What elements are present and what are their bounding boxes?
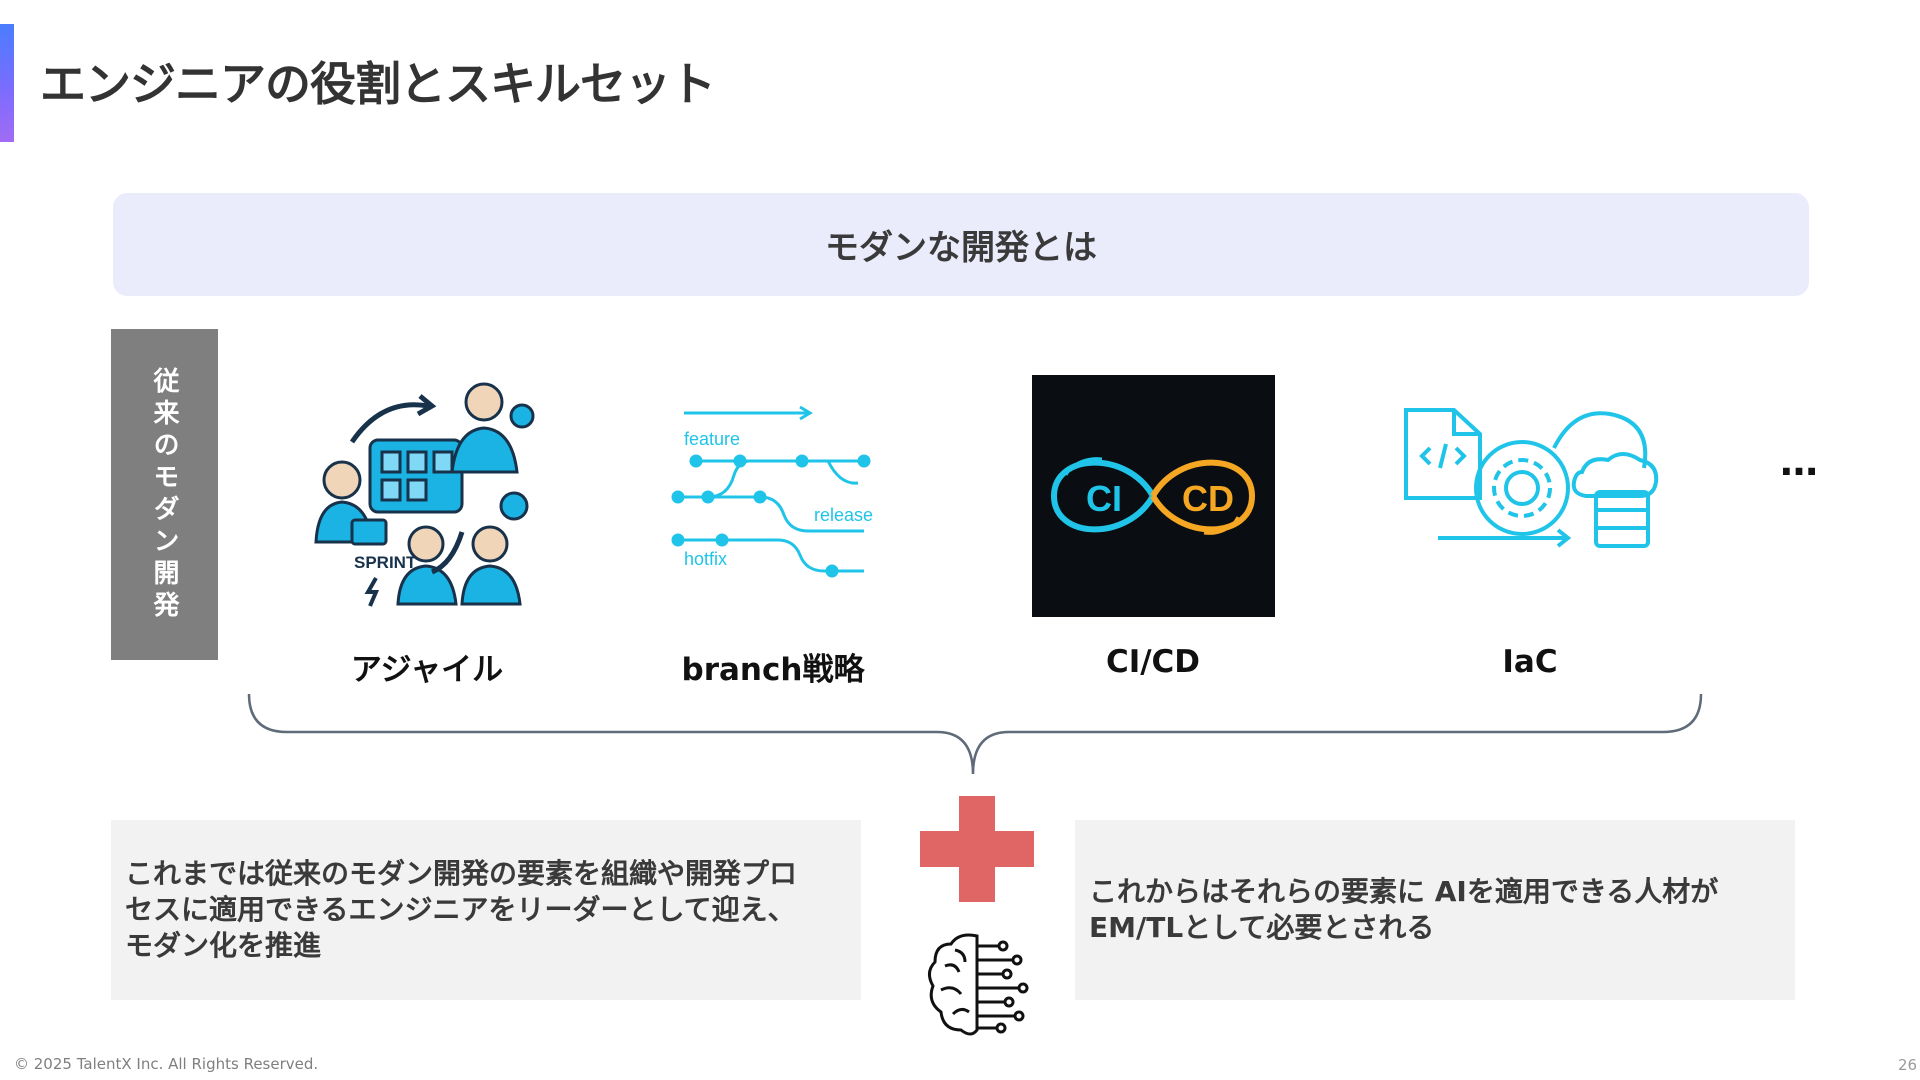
hotfix-branch-label: hotfix — [684, 549, 727, 569]
git-branch-icon: feature release hotfix — [668, 405, 888, 590]
feature-branch-label: feature — [684, 429, 740, 449]
sprint-text: SPRINT — [354, 553, 417, 572]
plus-icon — [920, 796, 1034, 902]
section-header: モダンな開発とは — [113, 193, 1809, 296]
release-branch-label: release — [814, 505, 873, 525]
agile-team-icon: SPRINT — [312, 372, 542, 612]
iac-label: IaC — [1502, 644, 1558, 680]
section-header-text: モダンな開発とは — [825, 228, 1097, 268]
ci-text: CI — [1086, 478, 1122, 519]
future-approach-text: これからはそれらの要素に AIを適用できる人材がEM/TLとして必要とされる — [1089, 875, 1719, 944]
more-ellipsis: … — [1780, 440, 1820, 484]
ci-cd-infinity-icon: CI CD — [1032, 375, 1275, 617]
branch-strategy-label: branch戦略 — [681, 652, 865, 688]
current-approach-text: これまでは従来のモダン開発の要素を組織や開発プロセスに適用できるエンジニアをリー… — [125, 857, 798, 962]
grouping-brace — [247, 693, 1703, 775]
page-title: エンジニアの役割とスキルセット — [40, 57, 716, 111]
ai-brain-icon — [925, 930, 1031, 1040]
cd-text: CD — [1182, 478, 1234, 519]
side-label: 従来のモダン開発 — [111, 329, 218, 660]
future-approach-box: これからはそれらの要素に AIを適用できる人材がEM/TLとして必要とされる — [1075, 820, 1795, 1000]
current-approach-box: これまでは従来のモダン開発の要素を組織や開発プロセスに適用できるエンジニアをリー… — [111, 820, 861, 1000]
infrastructure-as-code-icon — [1404, 408, 1666, 553]
agile-label: アジャイル — [350, 652, 504, 688]
copyright: © 2025 TalentX Inc. All Rights Reserved. — [14, 1055, 319, 1073]
ci-cd-label: CI/CD — [1105, 644, 1201, 680]
page-number: 26 — [1898, 1056, 1918, 1074]
side-label-text: 従来のモダン開発 — [149, 366, 179, 623]
title-accent-bar — [0, 24, 14, 142]
